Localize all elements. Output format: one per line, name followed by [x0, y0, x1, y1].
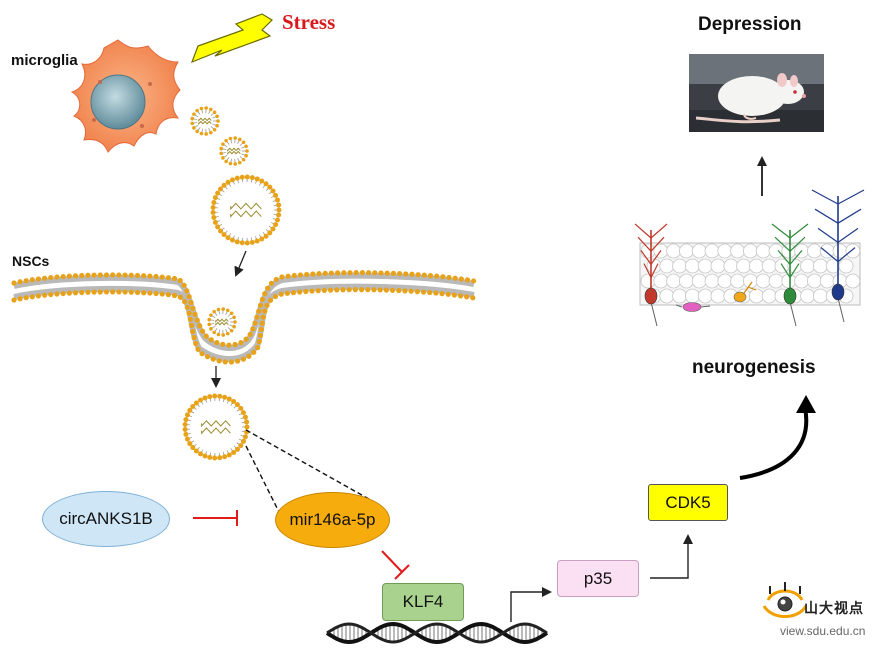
- watermark-url: view.sdu.edu.cn: [780, 624, 866, 638]
- watermark-logo-icon: [762, 582, 808, 618]
- circanks1b-node: circANKS1B: [42, 491, 170, 547]
- dna-helix-icon: [325, 621, 549, 645]
- neuron-icon: [634, 223, 668, 327]
- stress-bolt-icon: [190, 13, 273, 64]
- exosome-small-1: [190, 106, 220, 136]
- exosomes-group: [182, 106, 282, 461]
- neurogenesis-label: neurogenesis: [692, 357, 816, 378]
- depression-label: Depression: [698, 14, 802, 35]
- cdk5-neurogenesis-arrow: [739, 407, 809, 480]
- nscs-label: NSCs: [12, 253, 50, 269]
- rat-photo: [689, 54, 824, 132]
- inhibit-mir146a-klf4: [381, 550, 410, 580]
- uptake-arrow: [234, 250, 247, 277]
- cdk5-neurogenesis-arrowhead: [796, 395, 816, 413]
- exosome-small-2: [219, 136, 249, 166]
- klf4-node: KLF4: [382, 583, 464, 621]
- immature-neuron-icon: [682, 302, 702, 312]
- zoom-line-top: [245, 429, 377, 504]
- microglia-label: microglia: [11, 52, 78, 69]
- neurogenesis-tissue-icon: [634, 189, 865, 327]
- watermark-brand: 山大视点: [804, 600, 864, 616]
- progenitor-cell-icon: [733, 291, 747, 303]
- transcription-arrow: [510, 587, 552, 622]
- inhibit-circanks1b-mir146a: [193, 510, 238, 526]
- p35-cdk5-arrow: [650, 534, 693, 579]
- exosome-internalized: [182, 393, 250, 461]
- exosome-large: [210, 174, 282, 246]
- nsc-membrane: [11, 270, 477, 365]
- neuron-icon: [811, 189, 865, 323]
- cdk5-node: CDK5: [648, 484, 728, 521]
- neuron-icon: [771, 223, 809, 327]
- exosome-endocytic: [207, 307, 237, 337]
- mir146a-node: mir146a-5p: [275, 492, 390, 548]
- microglia-cell-icon: [70, 39, 181, 153]
- stress-label: Stress: [282, 10, 336, 34]
- p35-node: p35: [557, 560, 639, 597]
